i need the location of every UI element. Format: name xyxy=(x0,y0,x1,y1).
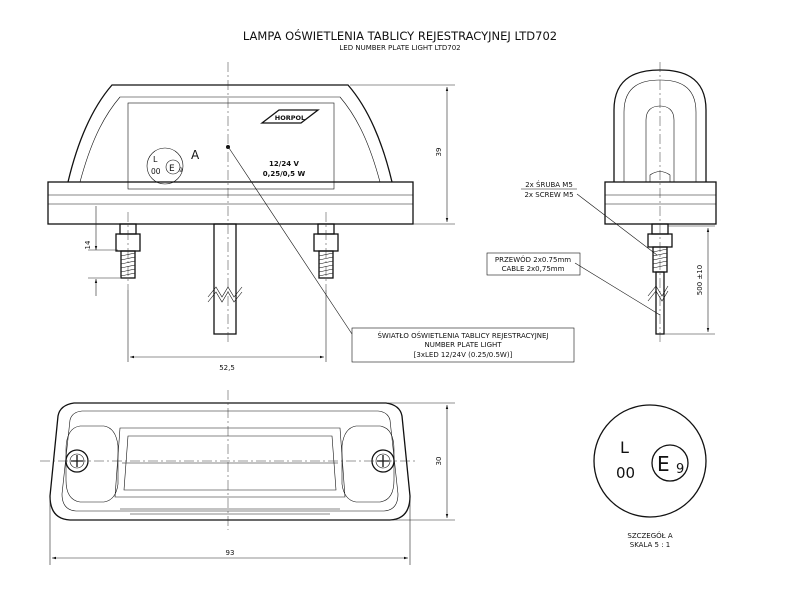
dim-cable-label: 500 ±10 xyxy=(696,265,704,295)
front-body-outer xyxy=(67,84,393,183)
lens-window xyxy=(127,102,335,190)
top-lens xyxy=(114,427,346,498)
callout-light-spec: [3xLED 12/24V (0.25/0.5W)] xyxy=(414,351,513,359)
detail-circle xyxy=(593,404,707,518)
top-body-outer xyxy=(49,402,411,521)
detail-mark-l: L xyxy=(620,438,629,457)
right-mount-pocket xyxy=(341,425,395,503)
side-view: 500 ±10 xyxy=(574,62,717,345)
callout-screw-pl: 2x ŚRUBA M5 xyxy=(525,180,573,189)
front-emark-circle xyxy=(146,147,184,185)
cable-break xyxy=(207,286,243,298)
front-view: HORPOL L 00 E 9 A 12/24 V 0,25/0,5 W xyxy=(47,62,455,372)
power-label: 0,25/0,5 W xyxy=(263,170,306,178)
screw-callout: 2x ŚRUBA M5 2x SCREW M5 xyxy=(521,180,577,199)
dim-length-label: 93 xyxy=(226,549,235,557)
detail-scale: SKALA 5 : 1 xyxy=(630,541,671,549)
callout-cable-en: CABLE 2x0,75mm xyxy=(502,265,565,273)
dim-bolt-label: 14 xyxy=(84,240,92,249)
callout-screw-en: 2x SCREW M5 xyxy=(524,191,573,199)
front-base xyxy=(47,181,414,225)
front-mark-l: L xyxy=(153,155,158,164)
left-mount-pocket xyxy=(65,425,119,503)
voltage-label: 12/24 V xyxy=(269,160,299,168)
dim-spacing-label: 52,5 xyxy=(219,364,235,372)
detail-mark-9: 9 xyxy=(676,462,684,477)
dim-width-label: 30 xyxy=(435,457,443,466)
drawing-title: LAMPA OŚWIETLENIA TABLICY REJESTRACYJNEJ… xyxy=(243,28,557,43)
brand-label: HORPOL xyxy=(275,114,305,122)
callout-cable-pl: PRZEWÓD 2x0.75mm xyxy=(495,255,571,264)
front-mark-00: 00 xyxy=(151,167,161,176)
detail-mark-e: E xyxy=(657,452,670,476)
callout-light-pl: ŚWIATŁO OŚWIETLENIA TABLICY REJESTRACYJN… xyxy=(377,331,548,340)
front-mark-e: E xyxy=(169,164,175,174)
drawing-subtitle: LED NUMBER PLATE LIGHT LTD702 xyxy=(339,44,460,52)
detail-caption: SZCZEGÓŁ A xyxy=(627,531,672,540)
detail-emark-circle xyxy=(651,444,689,482)
detail-a: L 00 E 9 SZCZEGÓŁ A SKALA 5 : 1 xyxy=(593,404,707,549)
detail-letter: A xyxy=(191,148,200,162)
front-mark-9: 9 xyxy=(179,167,183,174)
front-body-inner xyxy=(79,96,381,183)
detail-mark-00: 00 xyxy=(616,464,635,482)
dim-height-label: 39 xyxy=(435,148,443,157)
cable-callout: PRZEWÓD 2x0.75mm CABLE 2x0,75mm xyxy=(486,252,581,276)
light-callout: ŚWIATŁO OŚWIETLENIA TABLICY REJESTRACYJN… xyxy=(351,327,575,363)
front-cable xyxy=(213,223,237,335)
callout-light-en: NUMBER PLATE LIGHT xyxy=(424,341,502,349)
side-base xyxy=(604,181,717,225)
top-view: 30 93 xyxy=(40,390,455,565)
horpol-logo xyxy=(260,109,320,124)
